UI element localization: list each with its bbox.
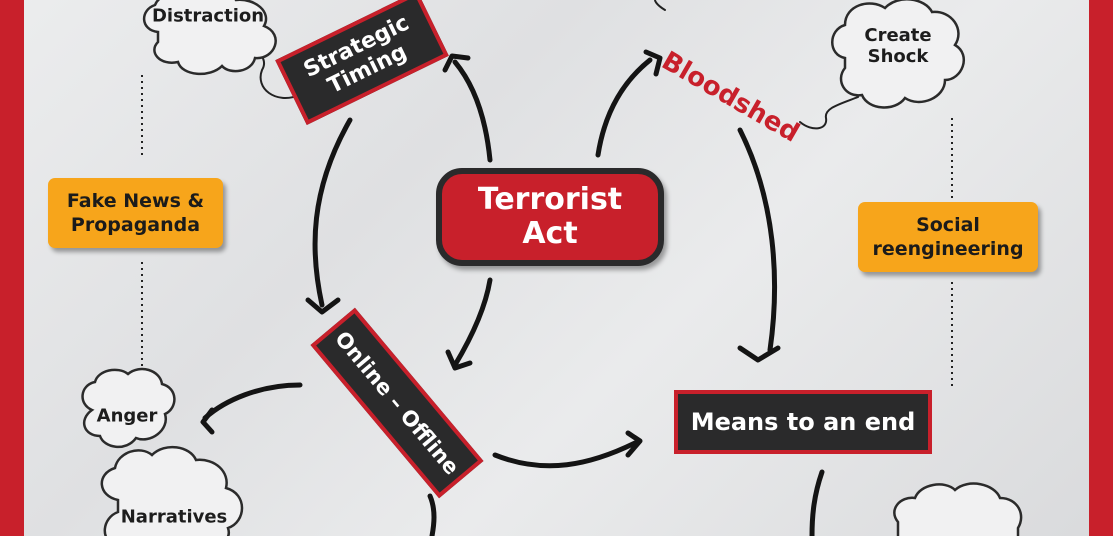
arrow-timing-to-online bbox=[312, 117, 353, 308]
cloud-bottom-right-shape bbox=[893, 482, 1023, 536]
cloud-create-shock: Create Shock bbox=[864, 25, 932, 67]
arrow-bloodshed-to-means bbox=[737, 127, 778, 353]
arrow-head-means-left bbox=[625, 430, 643, 458]
terrorist-act-node: Terrorist Act bbox=[436, 168, 664, 266]
arrow-head-timing-up bbox=[442, 53, 471, 73]
arrow-head-timing bbox=[305, 297, 341, 315]
cloud-anger-shape bbox=[81, 367, 176, 448]
arrow-head-means bbox=[737, 345, 781, 363]
arrow-center-to-bloodshed bbox=[595, 57, 653, 158]
line-bottom-right bbox=[809, 469, 825, 536]
line-bottom-left bbox=[427, 493, 437, 536]
curl-bloodshed-to-shock bbox=[799, 96, 859, 130]
arrow-online-to-anger bbox=[202, 382, 303, 421]
right-red-border bbox=[1089, 0, 1113, 536]
arrow-center-to-timing bbox=[452, 59, 493, 163]
arrow-head-bloodshed bbox=[643, 49, 663, 77]
fake-news-box: Fake News & Propaganda bbox=[48, 178, 223, 248]
arrow-head-online bbox=[445, 349, 473, 371]
cloud-narratives-shape bbox=[100, 445, 244, 536]
cloud-create-shock-shape bbox=[831, 0, 966, 109]
arrow-head-anger bbox=[200, 407, 215, 435]
means-to-an-end-box: Means to an end bbox=[674, 390, 932, 454]
cloud-narratives: Narratives bbox=[120, 506, 228, 528]
left-red-border bbox=[0, 0, 24, 536]
arrow-online-to-means bbox=[492, 440, 638, 469]
cloud-distraction-shape bbox=[142, 0, 277, 75]
curl-bloodshed-top bbox=[654, 0, 666, 11]
cloud-distraction: Distraction bbox=[151, 5, 265, 27]
arrow-center-to-online bbox=[452, 277, 493, 368]
cloud-anger: Anger bbox=[96, 405, 158, 427]
social-reengineering-box: Social reengineering bbox=[858, 202, 1038, 272]
